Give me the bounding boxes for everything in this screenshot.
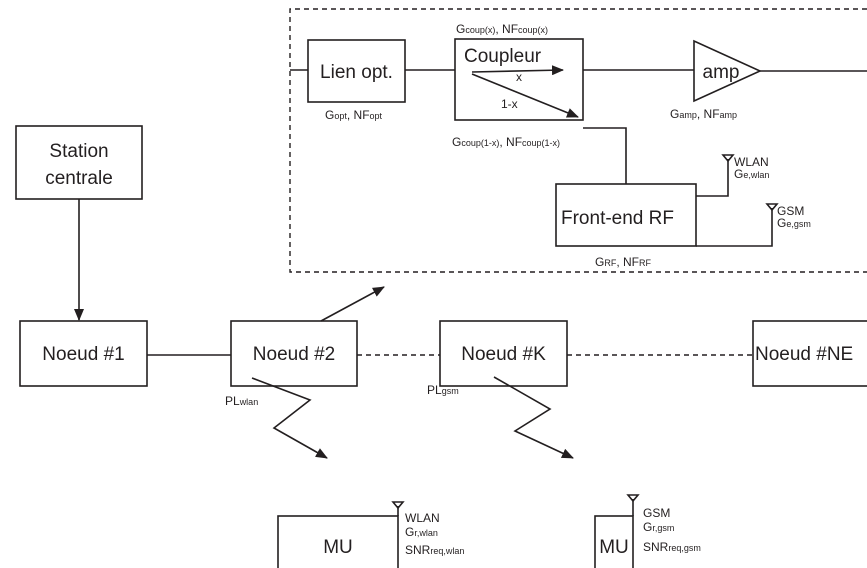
frontend-to-wlan-antenna-line [696, 159, 729, 197]
node-detail-enclosure [289, 8, 867, 273]
amplifier-label: amp [703, 62, 740, 83]
node-wlan-gain-label: Ge,wlan [734, 167, 769, 181]
coupler-to-frontend-line [583, 127, 627, 184]
node-ne-block [752, 320, 867, 387]
node-2-label: Noeud #2 [253, 344, 335, 365]
mu-gsm-gain-label: Gr,gsm [643, 520, 674, 534]
mobile-unit-wlan-label: MU [323, 537, 353, 558]
node-gsm-gain-label: Ge,gsm [777, 216, 811, 230]
node-wlan-antenna-label: WLAN [734, 155, 769, 169]
mu-gsm-snr-label: SNRreq,gsm [643, 540, 701, 554]
coupler-label: Coupleur [464, 46, 542, 67]
coupler-1-x-label: 1-x [501, 97, 518, 111]
optical-link-block [307, 39, 406, 103]
node-k-label: Noeud #K [461, 344, 546, 365]
node-1-label: Noeud #1 [42, 344, 124, 365]
mu-wlan-antenna-label: WLAN [405, 511, 440, 525]
central-station-label-line1: Station [49, 141, 108, 162]
node-gsm-antenna-label: GSM [777, 204, 804, 218]
optical-gain-nf-label: Gopt, NFopt [325, 108, 383, 122]
mu-wlan-gain-label: Gr,wlan [405, 525, 438, 539]
wlan-antenna-icon [721, 154, 735, 163]
amp-gain-nf-label: Gamp, NFamp [670, 107, 737, 121]
node-k-block [439, 320, 568, 387]
coupler-x-arrow [471, 65, 564, 76]
coupler-1-x-gain-nf-label: Gcoup(1-x), NFcoup(1-x) [452, 135, 560, 149]
wlan-pathloss-label: PLwlan [225, 394, 258, 408]
mobile-unit-wlan-block [277, 515, 399, 568]
frontend-to-gsm-antenna-line [696, 208, 773, 247]
node2-detail-arrow [320, 286, 385, 322]
rf-frontend-label: Front-end RF [561, 208, 674, 229]
amplifier-triangle [693, 39, 762, 103]
wlan-wireless-link-icon [251, 377, 328, 459]
mobile-unit-gsm-label: MU [599, 537, 629, 558]
coupler-block [454, 38, 584, 121]
gsm-antenna-icon [765, 203, 779, 212]
coupler-x-gain-nf-label: Gcoup(x), NFcoup(x) [456, 22, 548, 36]
node-1-block [19, 320, 148, 387]
optical-link-label: Lien opt. [320, 62, 393, 83]
rf-gain-nf-label: GRF, NFRF [595, 255, 652, 269]
mu-gsm-antenna-label: GSM [643, 506, 670, 520]
mu-wlan-antenna-icon [391, 501, 405, 510]
mobile-unit-gsm-block [594, 515, 634, 568]
mu-gsm-antenna-icon [626, 494, 640, 503]
mu-wlan-snr-label: SNRreq,wlan [405, 543, 464, 557]
gsm-pathloss-label: PLgsm [427, 383, 459, 397]
node-2-block [230, 320, 358, 387]
node-ne-label: Noeud #NE [755, 344, 853, 365]
coupler-x-label: x [516, 70, 522, 84]
central-station-block [15, 125, 143, 200]
central-station-label-line2: centrale [45, 168, 113, 189]
rf-frontend-block [555, 183, 697, 247]
gsm-wireless-link-icon [493, 376, 574, 459]
coupler-1-x-arrow [471, 73, 579, 118]
